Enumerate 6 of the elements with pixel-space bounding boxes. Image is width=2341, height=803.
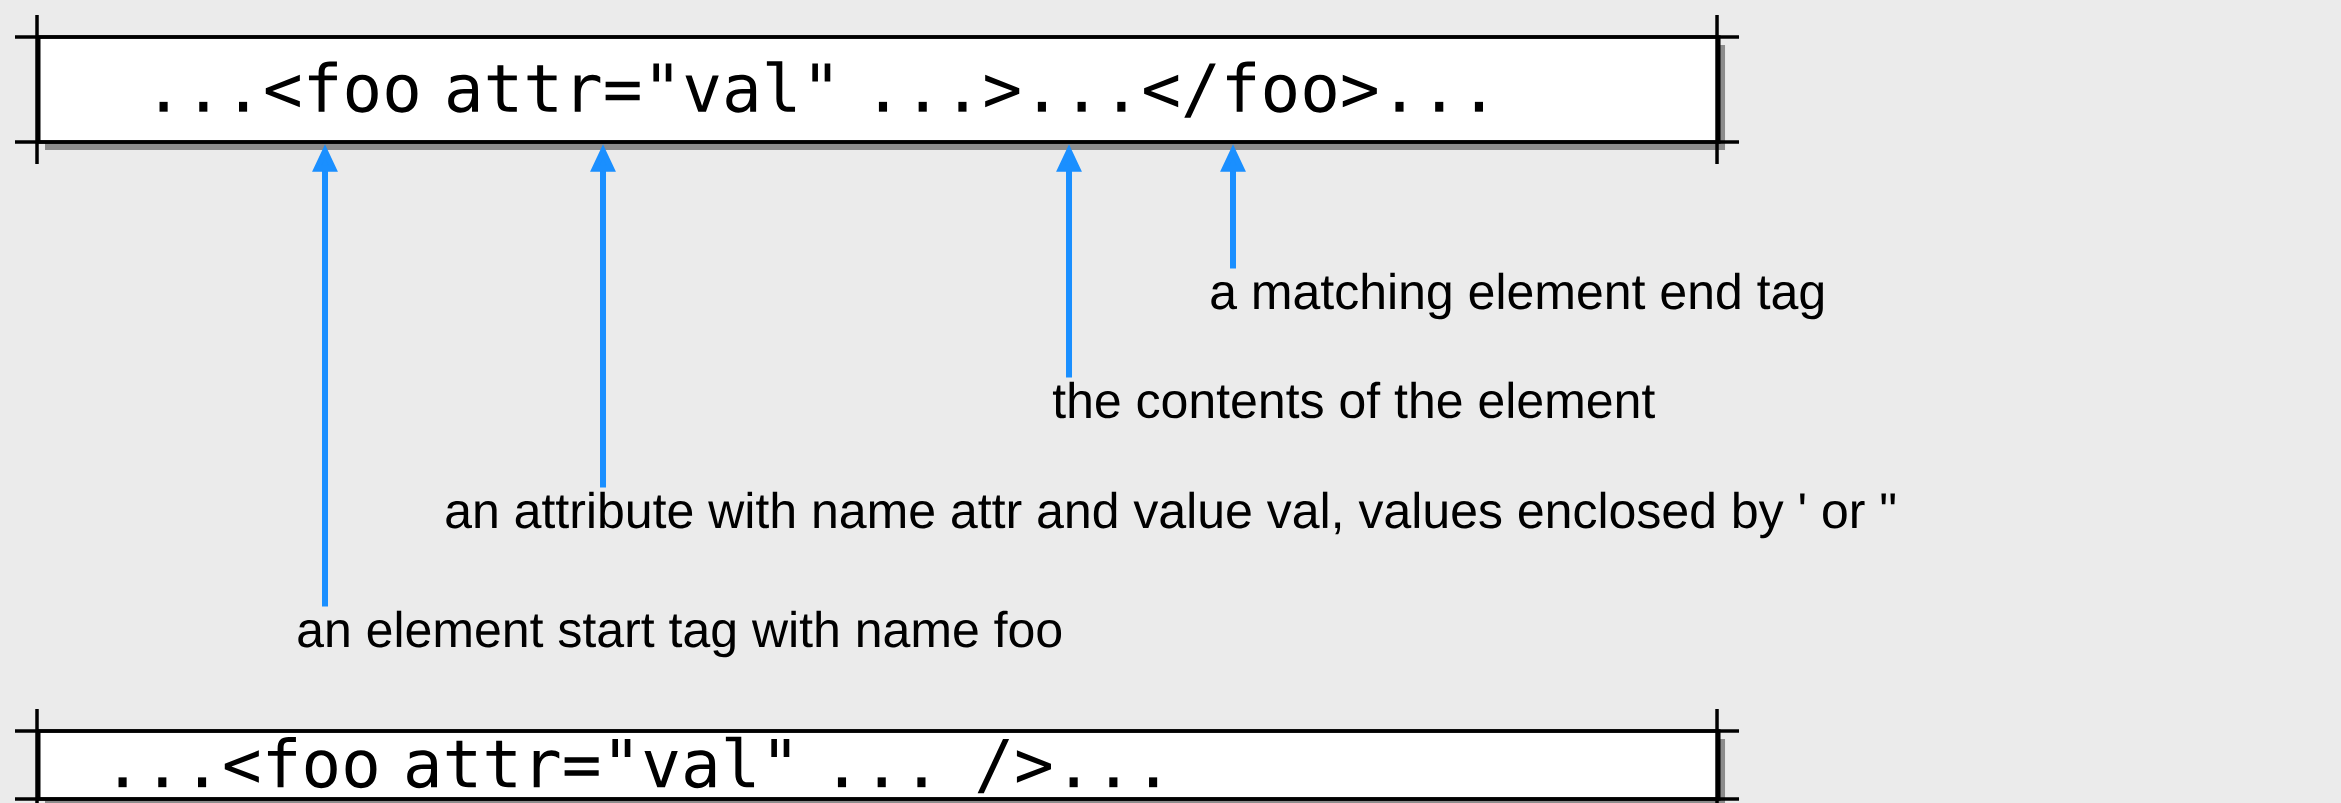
- callout-text: the contents of the element: [1052, 381, 1655, 419]
- callout-text: an element start tag with name foo: [298, 610, 1062, 658]
- callout-text: a matching element end tag: [1211, 272, 1823, 320]
- code-box: ...<foo attr="val" ...>...</foo>...: [15, 15, 1740, 164]
- callout-text: an attribute with name attr and value val, values enclosed by ' or ": [446, 491, 1895, 539]
- code-box: ...<foo attr="val" ... />...: [15, 709, 1740, 803]
